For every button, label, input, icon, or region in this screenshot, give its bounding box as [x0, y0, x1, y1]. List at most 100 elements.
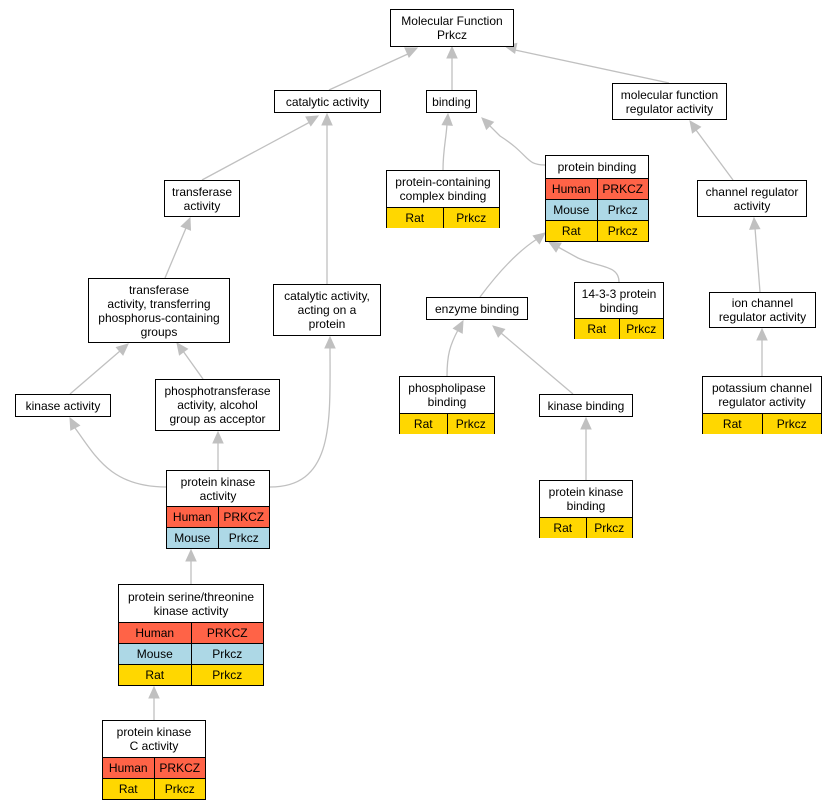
node-channel-regulator-activity[interactable]: channel regulator activity: [697, 180, 807, 217]
species-label: Mouse: [136, 647, 173, 661]
edge-kinbind-to-enzbind: [492, 325, 574, 395]
edge-kinact-to-transphos: [69, 343, 129, 395]
gene-label: PRKCZ: [217, 507, 270, 527]
species-row-rat: Rat Prkcz: [400, 413, 494, 434]
node-14-3-3-protein-binding[interactable]: 14-3-3 protein binding Rat Prkcz: [574, 282, 664, 339]
arrowhead-icon: [212, 430, 224, 444]
node-title: potassium channel regulator activity: [711, 381, 813, 409]
gene-label: PRKCZ: [153, 758, 206, 778]
gene-label: Prkcz: [618, 319, 664, 339]
species-label: Human: [135, 626, 175, 640]
arrowhead-icon: [532, 232, 546, 245]
arrowhead-icon: [689, 120, 702, 134]
species-label: Rat: [553, 521, 573, 535]
edge-ionreg-to-chanreg: [749, 216, 761, 293]
node-transferase-phosphorus[interactable]: transferase activity, transferring phosp…: [88, 278, 230, 343]
edge-binding-to-mf: [446, 45, 458, 90]
species-row-mouse: Mouse Prkcz: [546, 199, 648, 220]
arrowhead-icon: [148, 685, 160, 699]
node-protein-serine-threonine-kinase[interactable]: protein serine/threonine kinase activity…: [118, 584, 264, 686]
species-label: Rat: [405, 211, 425, 225]
edge-protbind-to-binding: [481, 117, 546, 166]
node-phospholipase-binding[interactable]: phospholipase binding Rat Prkcz: [399, 376, 495, 434]
gene-label: Prkcz: [153, 779, 206, 799]
species-row-rat: Rat Prkcz: [703, 413, 821, 434]
node-title: protein kinase C activity: [116, 725, 192, 753]
species-label: Mouse: [553, 203, 590, 217]
species-label: Rat: [145, 668, 165, 682]
species-row-rat: Rat Prkcz: [575, 318, 663, 339]
node-potassium-channel-regulator[interactable]: potassium channel regulator activity Rat…: [702, 376, 822, 434]
node-protein-kinase-binding[interactable]: protein kinase binding Rat Prkcz: [539, 480, 633, 538]
node-protein-containing-complex-binding[interactable]: protein-containing complex binding Rat P…: [386, 170, 500, 228]
arrowhead-icon: [324, 335, 336, 349]
node-ion-channel-regulator[interactable]: ion channel regulator activity: [709, 292, 816, 328]
node-title: molecular function regulator activity: [620, 87, 719, 116]
species-label: Human: [172, 510, 212, 524]
gene-label: Prkcz: [190, 665, 264, 685]
node-title: phosphotransferase activity, alcohol gro…: [164, 384, 271, 426]
node-title: phospholipase binding: [408, 381, 486, 409]
species-label: Rat: [413, 417, 433, 431]
node-molecular-function[interactable]: Molecular Function Prkcz: [390, 9, 514, 47]
node-enzyme-binding[interactable]: enzyme binding: [426, 297, 528, 320]
node-title: transferase activity, transferring phosp…: [98, 282, 220, 339]
node-title: protein kinase activity: [180, 474, 256, 503]
node-molecular-function-regulator[interactable]: molecular function regulator activity: [612, 83, 727, 120]
arrowhead-icon: [404, 47, 419, 58]
arrowhead-icon: [481, 117, 495, 131]
edge-chanreg-to-mfreg: [689, 120, 734, 181]
node-title: ion channel regulator activity: [718, 296, 807, 324]
species-row-mouse: Mouse Prkcz: [167, 527, 269, 548]
node-title: catalytic activity, acting on a protein: [284, 289, 370, 331]
edge-catalytic-to-mf: [328, 47, 419, 91]
node-title: protein kinase binding: [548, 485, 624, 513]
species-label: Human: [108, 761, 148, 775]
edge-pccb-to-binding: [441, 112, 453, 171]
arrowhead-icon: [176, 342, 189, 356]
arrowhead-icon: [115, 343, 129, 356]
node-kinase-binding[interactable]: kinase binding: [539, 394, 633, 417]
species-row-human: Human PRKCZ: [546, 178, 648, 199]
node-kinase-activity[interactable]: kinase activity: [15, 394, 111, 417]
node-title: protein-containing complex binding: [395, 175, 491, 203]
arrowhead-icon: [446, 45, 458, 59]
gene-label: Prkcz: [596, 200, 649, 220]
edge-phospholip-to-enzbind: [446, 319, 464, 377]
gene-label: Prkcz: [596, 221, 649, 241]
node-transferase-activity[interactable]: transferase activity: [164, 180, 240, 217]
species-label: Mouse: [174, 531, 211, 545]
node-protein-kinase-c-activity[interactable]: protein kinase C activity Human PRKCZ Ra…: [102, 720, 206, 800]
edge-transferase-to-catalytic: [201, 115, 320, 181]
node-title: channel regulator activity: [705, 184, 799, 213]
gene-label: Prkcz: [761, 414, 822, 434]
node-title: protein binding: [557, 160, 637, 174]
gene-label: PRKCZ: [596, 179, 649, 199]
edge-enzbind-to-protbind: [479, 232, 546, 298]
node-title: 14-3-3 protein binding: [581, 286, 657, 315]
node-title: protein serine/threonine kinase activity: [127, 589, 255, 618]
arrowhead-icon: [749, 216, 761, 230]
species-label: Rat: [722, 417, 742, 431]
edge-pkc-to-stk: [148, 685, 160, 720]
edge-stk-to-pka: [185, 548, 197, 584]
edge-pka-to-kinact: [69, 416, 167, 488]
arrowhead-icon: [305, 115, 320, 127]
node-phosphotransferase-alcohol[interactable]: phosphotransferase activity, alcohol gro…: [155, 379, 280, 431]
node-protein-kinase-activity[interactable]: protein kinase activity Human PRKCZ Mous…: [166, 470, 270, 549]
arrowhead-icon: [452, 319, 464, 334]
edge-b1433-to-protbind: [547, 241, 620, 283]
species-row-human: Human PRKCZ: [119, 622, 263, 643]
arrowhead-icon: [69, 416, 81, 431]
node-binding[interactable]: binding: [426, 90, 477, 113]
arrowhead-icon: [441, 112, 453, 126]
node-title: transferase activity: [171, 184, 233, 213]
gene-label: Prkcz: [190, 644, 264, 664]
gene-label: Prkcz: [446, 414, 495, 434]
node-catalytic-activity[interactable]: catalytic activity: [274, 90, 381, 113]
arrowhead-icon: [580, 416, 592, 430]
edge-transphos-to-transferase: [164, 216, 192, 279]
node-catalytic-activity-on-protein[interactable]: catalytic activity, acting on a protein: [273, 284, 381, 336]
species-row-rat: Rat Prkcz: [540, 517, 632, 538]
node-protein-binding[interactable]: protein binding Human PRKCZ Mouse Prkcz …: [545, 155, 649, 242]
